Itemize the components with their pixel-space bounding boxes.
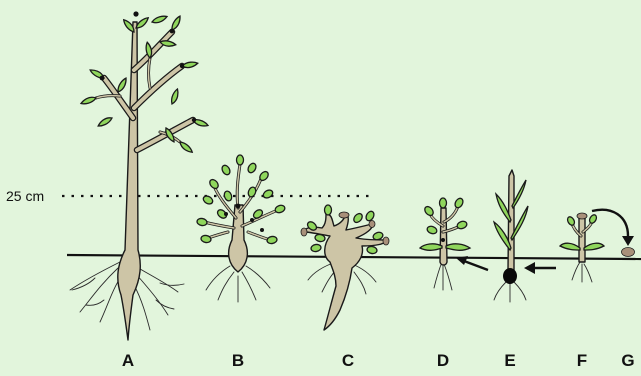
label-f: F xyxy=(577,351,587,370)
plant-f-roots xyxy=(572,262,592,282)
arrow-icon xyxy=(524,262,556,274)
plant-a-leaves xyxy=(80,14,209,154)
plant-f-stem xyxy=(579,218,585,262)
curved-arrow-icon xyxy=(592,210,628,236)
label-g: G xyxy=(621,351,634,370)
plant-g xyxy=(622,248,635,257)
plant-c xyxy=(301,205,389,330)
plant-f-leaf xyxy=(584,243,604,250)
plant-b-stem xyxy=(229,205,248,272)
plant-d-stem xyxy=(440,208,447,265)
plant-e-roots xyxy=(494,282,526,302)
label-a: A xyxy=(122,351,134,370)
label-b: B xyxy=(232,351,244,370)
plant-f-browse-scar xyxy=(577,213,587,219)
plant-labels: A B C D E F G xyxy=(122,351,635,370)
label-d: D xyxy=(437,351,449,370)
plant-b xyxy=(196,155,285,302)
plant-e-root-crown xyxy=(503,268,517,284)
scale-label: 25 cm xyxy=(6,188,44,204)
plant-f xyxy=(560,210,634,282)
plant-d-leaf xyxy=(446,244,470,250)
plant-d-leaf xyxy=(420,244,442,250)
plant-d-roots xyxy=(434,262,452,290)
plant-g-seed xyxy=(622,248,635,257)
plant-a xyxy=(70,11,209,340)
plant-f-leaf xyxy=(560,243,580,250)
label-c: C xyxy=(342,351,354,370)
plant-e xyxy=(494,170,556,302)
arrow-head-icon xyxy=(622,236,634,246)
label-e: E xyxy=(504,351,515,370)
plant-d xyxy=(420,197,488,290)
